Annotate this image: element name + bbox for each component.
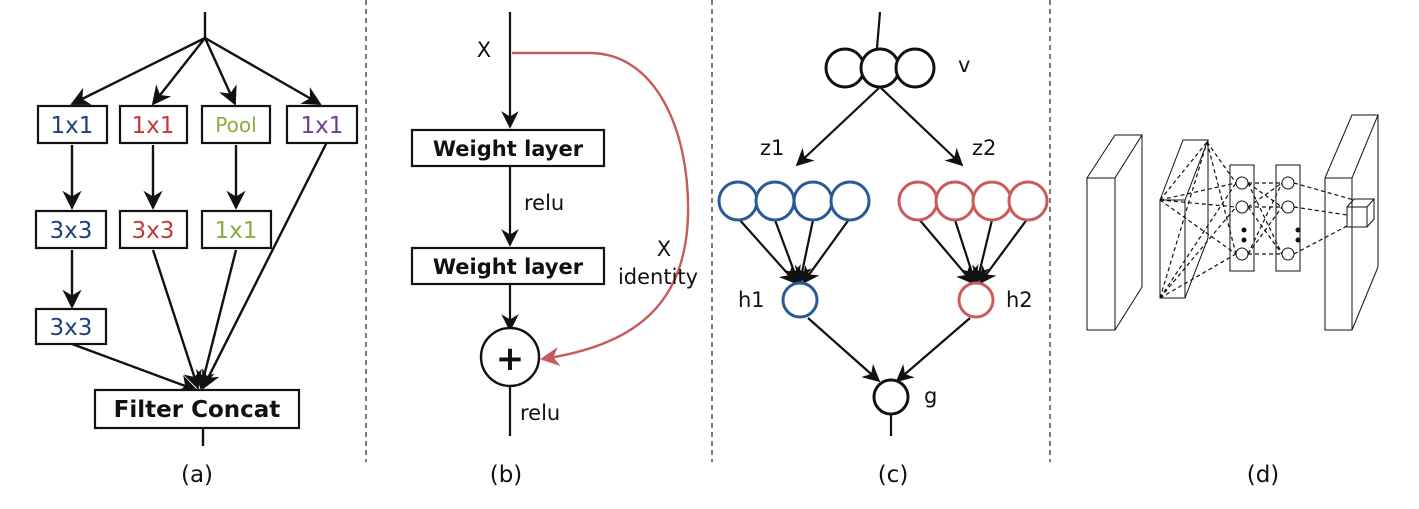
label-1x1-blue: 1x1: [51, 113, 94, 139]
label-pool: Pool: [215, 113, 256, 137]
weight-layer-2: [410, 246, 606, 286]
hidden-layer-2: [1275, 164, 1301, 272]
z1-node-4: [829, 180, 871, 222]
label-h2: h2: [1006, 288, 1033, 312]
panel-a-inception: 1x1 1x1 Pool 1x1 3x3 3x3 1x1 3x3 Filter …: [34, 12, 359, 488]
box-1x1-green: [200, 209, 273, 250]
label-1x1-green: 1x1: [215, 218, 258, 244]
hidden-layer-1: [1229, 164, 1255, 272]
caption-c: (c): [878, 462, 909, 488]
dashed-connections: [1159, 141, 1355, 299]
label-3x3-blue-2: 3x3: [50, 315, 93, 341]
label-v: v: [958, 53, 970, 77]
v-node-3: [894, 47, 936, 89]
z1-node-2: [754, 180, 796, 222]
identity-skip-arrow: [512, 51, 690, 367]
label-3x3-blue: 3x3: [50, 218, 93, 244]
label-1x1-red: 1x1: [132, 113, 175, 139]
v-node-1: [824, 47, 866, 89]
v-node-2: [859, 47, 901, 89]
box-filter-concat: [93, 388, 301, 430]
caption-d: (d): [1247, 462, 1280, 488]
label-relu-bottom: relu: [520, 401, 560, 425]
label-1x1-purple: 1x1: [301, 113, 344, 139]
label-h1: h1: [738, 288, 765, 312]
panel-d-cnn: [1086, 114, 1379, 331]
input-volume: [1086, 134, 1143, 331]
panel-dividers: [365, 0, 1051, 462]
g-node: [872, 378, 910, 416]
label-x-input: X: [477, 38, 491, 62]
z2-node-1: [897, 180, 939, 222]
plus-icon: +: [496, 339, 525, 379]
label-identity: identity: [618, 265, 698, 289]
z2-node-3: [971, 180, 1013, 222]
output-cube: [1346, 198, 1376, 228]
box-3x3-red: [118, 209, 189, 250]
h2-node: [957, 281, 995, 319]
label-z1: z1: [760, 136, 784, 160]
box-3x3-blue-2: [34, 307, 108, 346]
label-relu-mid: relu: [524, 191, 564, 215]
label-x-identity: X: [657, 237, 671, 261]
label-g: g: [924, 384, 937, 408]
label-filter-concat: Filter Concat: [114, 397, 281, 423]
z2-node-4: [1007, 180, 1049, 222]
weight-layer-1: [410, 128, 606, 168]
box-pool: [200, 104, 272, 145]
feature-volume-1: [1159, 139, 1209, 299]
label-3x3-red: 3x3: [132, 218, 175, 244]
panel-b-residual: X Weight layer relu Weight layer + relu …: [410, 12, 698, 488]
label-z2: z2: [972, 136, 996, 160]
label-weight-layer-2: Weight layer: [433, 255, 584, 279]
box-1x1-purple: [285, 104, 359, 145]
box-1x1-blue: [36, 104, 109, 145]
box-3x3-blue: [34, 209, 108, 250]
caption-a: (a): [181, 462, 213, 488]
z1-node-1: [717, 180, 759, 222]
panel-c-network: v z1 z2 h1 h2 g (c): [717, 11, 1049, 488]
sum-node: [479, 326, 541, 388]
h1-node: [781, 281, 819, 319]
label-weight-layer-1: Weight layer: [433, 137, 584, 161]
box-1x1-red: [118, 104, 189, 145]
caption-b: (b): [490, 462, 523, 488]
z1-node-3: [792, 180, 834, 222]
output-volume: [1324, 114, 1379, 331]
z2-node-2: [934, 180, 976, 222]
